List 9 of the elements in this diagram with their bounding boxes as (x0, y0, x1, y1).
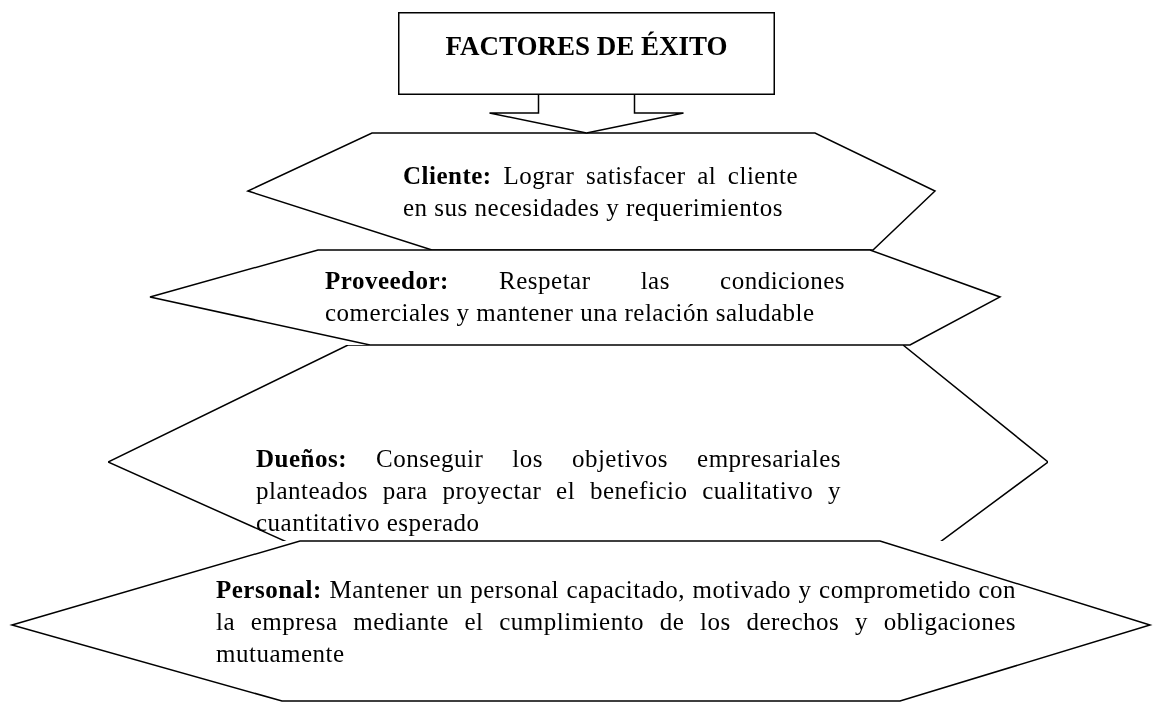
factor-description: Proveedor: Respetar las condiciones comerciales y mantener una relación saludable (325, 266, 845, 328)
factor-description: Personal: Mantener un personal capacitado, motivado y comprometido con la empresa mediante el cumplimiento de los derechos y obligaciones mutuamente (216, 575, 1016, 669)
title-text: FACTORES DE ÉXITO (444, 30, 729, 63)
hexagon-shape (12, 541, 1150, 701)
factor-description: Cliente: Lograr satisfacer al cliente en sus necesidades y requerimientos (403, 161, 798, 223)
hexagon-shape (248, 133, 935, 250)
title-box (398, 12, 775, 95)
factor-description: Dueños: Conseguir los objetivos empresariales planteados para proyectar el beneficio cualitativo y cuantitativo esperado (256, 444, 841, 538)
block-arrow (488, 94, 685, 134)
